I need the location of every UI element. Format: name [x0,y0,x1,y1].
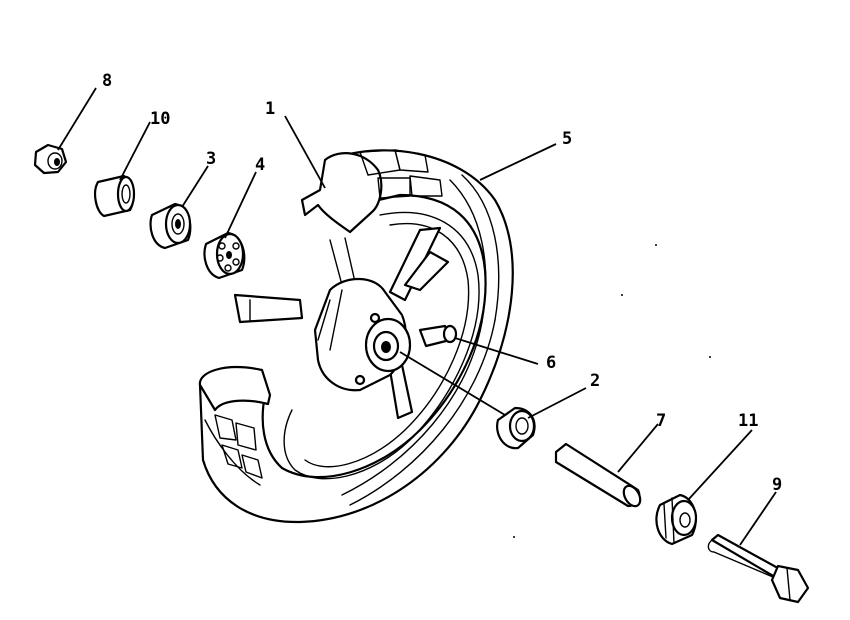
hub-axle-hole [381,341,391,353]
leader-9 [739,491,777,546]
tread-block [241,454,263,479]
spoke [403,250,450,292]
callout-11: 11 [738,411,758,431]
leader-11 [687,429,753,501]
rim-inner [283,211,480,480]
leader-lines [57,87,777,546]
leader-6 [454,337,539,365]
speck [709,356,711,358]
hub-edge [329,289,343,351]
callout-7: 7 [656,411,666,431]
callout-4: 4 [255,155,265,175]
speck [655,244,657,246]
callout-10: 10 [150,109,170,129]
callout-2: 2 [590,371,600,391]
part-10-spacer [94,174,136,218]
tread-line [349,319,496,506]
tread-block [409,175,443,197]
leader-7 [617,423,659,473]
speck [621,294,623,296]
callout-9: 9 [772,475,782,495]
tread-line [461,174,500,321]
callout-3: 3 [206,149,216,169]
tread-line [341,321,483,496]
spoke [388,226,442,302]
rim-inner-2 [304,223,470,468]
hub-edge [317,299,331,341]
leader-8 [57,87,97,151]
tread-block [377,177,411,199]
leader-5 [479,143,557,181]
leader-3 [181,165,209,208]
valve-cap [442,324,458,344]
callouts: 8 10 3 4 1 5 6 2 7 11 9 [102,71,782,495]
leader-axis [399,351,506,416]
tread-line [449,179,487,323]
callout-1: 1 [265,99,275,119]
part-8-nut [33,143,68,175]
tire-section-lower [198,366,272,412]
leader-4 [224,171,257,239]
speck [513,536,515,538]
hub-bolt [354,374,366,386]
wheel-assembly [198,149,514,524]
part-4-ball-bearing [203,231,246,280]
tread-block [221,444,243,469]
leader-1 [284,115,326,189]
spoke [233,293,304,324]
part-9-bolt [707,533,810,604]
spoke-edge [344,237,356,283]
tread-line [204,419,261,486]
part-3-bearing [149,202,192,250]
callout-5: 5 [562,129,572,149]
hub-bolt [369,312,381,324]
callout-6: 6 [546,353,556,373]
spoke-edge [329,239,343,286]
tire-section-upper [300,152,383,234]
part-11-collar-nut [655,493,698,546]
tread-block [235,422,257,451]
tread-block [214,414,237,441]
leader-2 [527,387,587,419]
leader-10 [119,121,151,181]
part-2-collar [496,406,536,450]
tread-block [394,149,429,173]
part-7-tube [554,442,642,508]
callout-8: 8 [102,71,112,91]
